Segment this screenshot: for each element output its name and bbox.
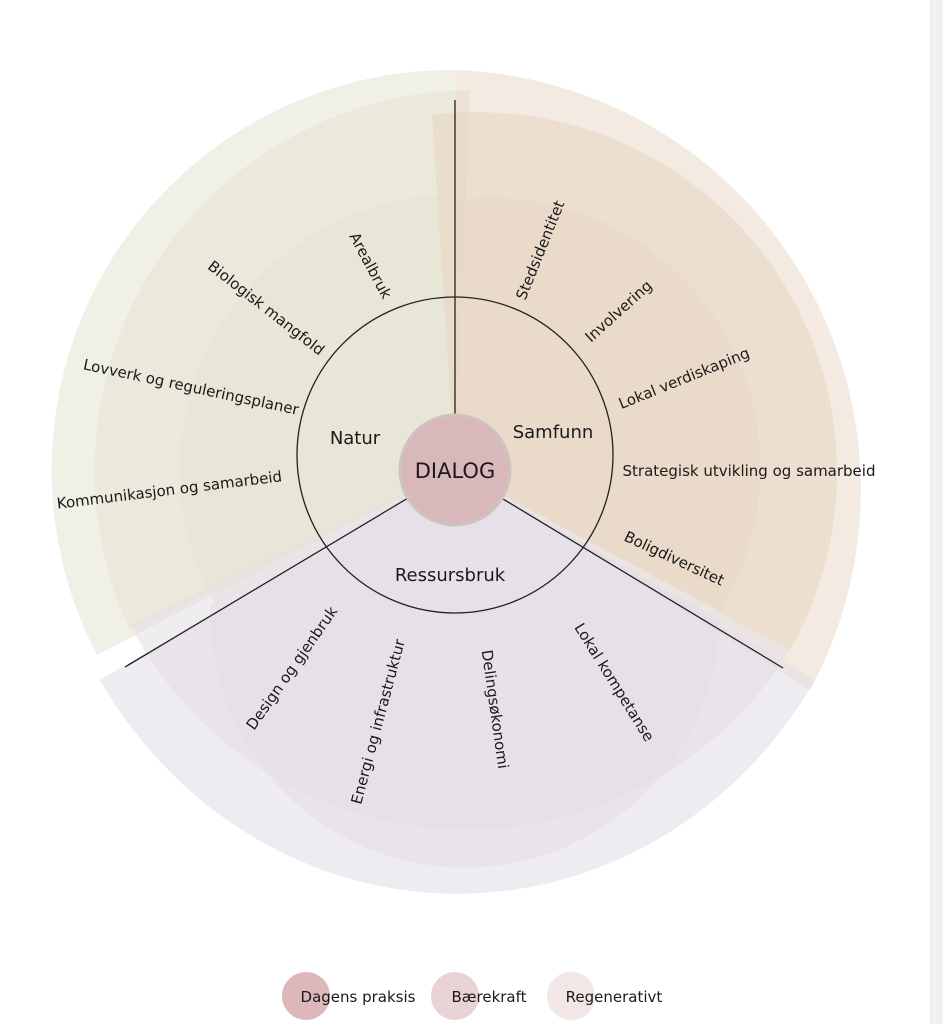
- sector-label-natur: Natur: [330, 428, 381, 449]
- legend-dot-baerekraft: [431, 972, 479, 1020]
- legend: Dagens praksis Bærekraft Regenerativt: [282, 972, 662, 1020]
- inner-ring: [296, 296, 614, 614]
- sector-label-samfunn: Samfunn: [513, 422, 594, 443]
- legend-label-dagens-praksis: Dagens praksis: [301, 988, 416, 1006]
- legend-dot-dagens-praksis: [282, 972, 330, 1020]
- ressursbruk-band-inner: [209, 470, 720, 868]
- legend-label-baerekraft: Bærekraft: [451, 988, 526, 1006]
- legend-label-regenerativt: Regenerativt: [566, 988, 663, 1006]
- legend-dot-regenerativt: [547, 972, 595, 1020]
- samfunn-item-strategisk-utvikling: Strategisk utvikling og samarbeid: [623, 462, 876, 480]
- sector-label-ressursbruk: Ressursbruk: [395, 565, 506, 586]
- divider-left: [124, 469, 456, 668]
- natur-band-inner: [179, 194, 455, 605]
- page-scrollbar[interactable]: [930, 0, 943, 1024]
- samfunn-band-inner: [455, 197, 761, 610]
- dialog-center-circle: [398, 413, 512, 527]
- divider-right: [454, 469, 784, 669]
- center-label: DIALOG: [415, 459, 495, 483]
